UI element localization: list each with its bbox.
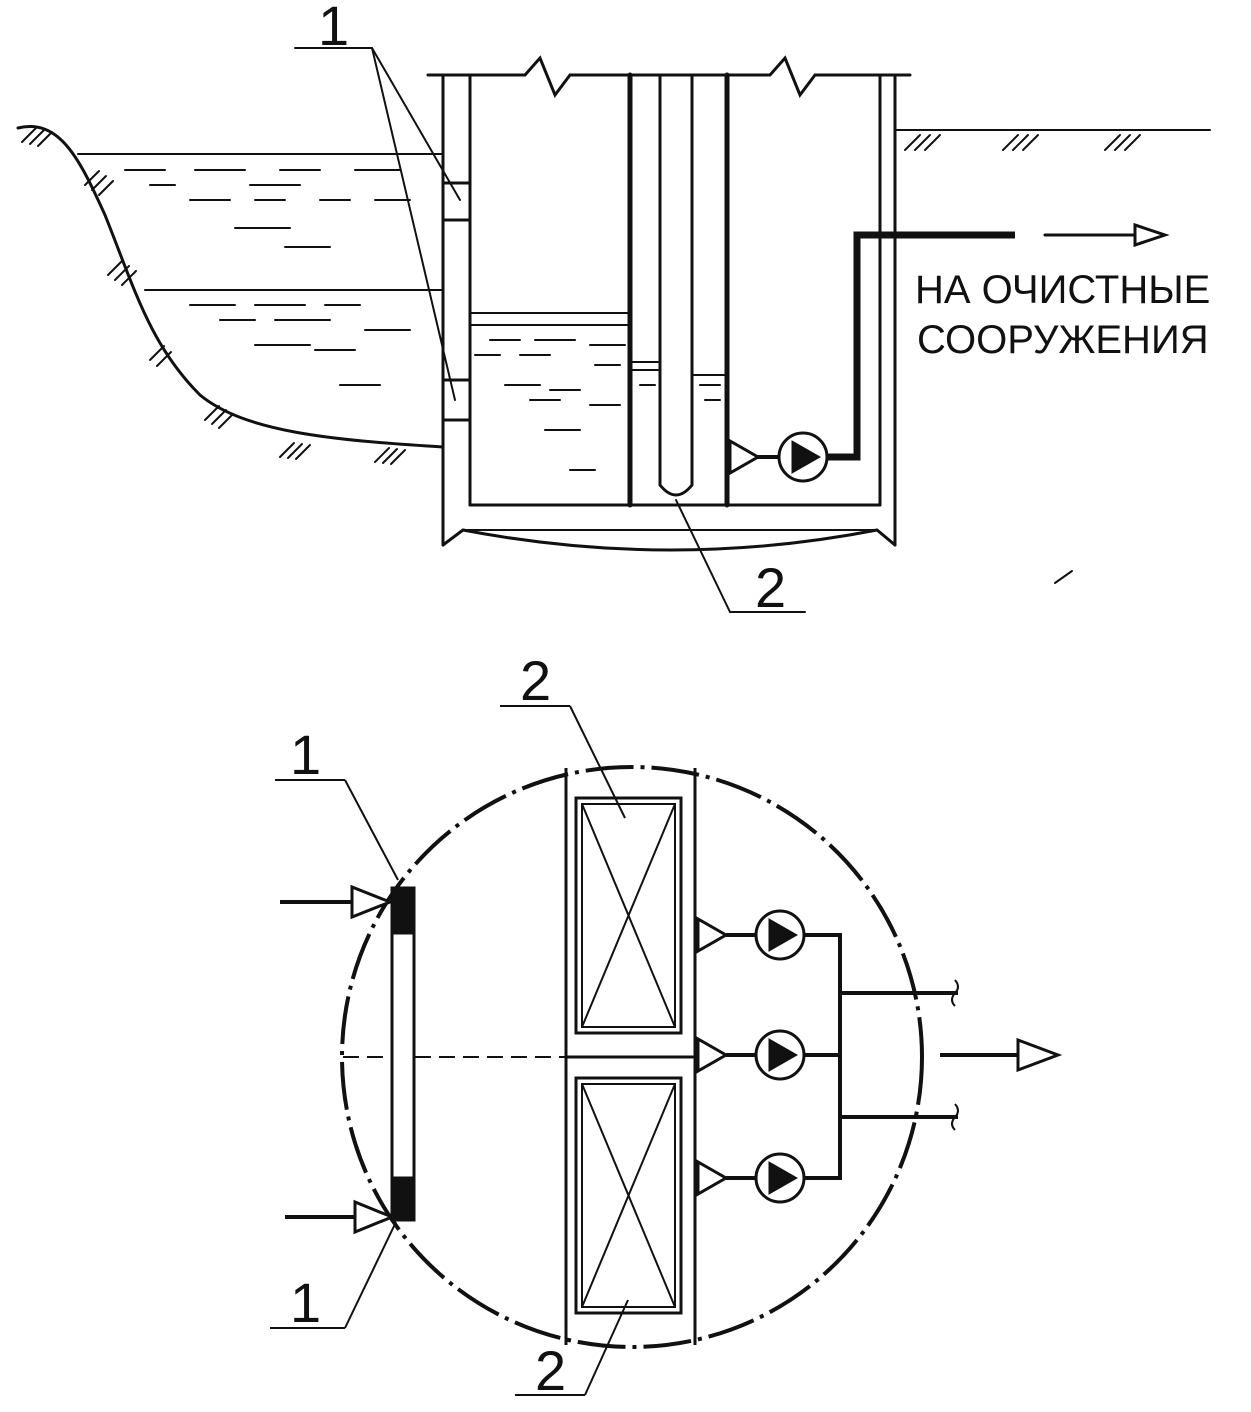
- intake-arrow-lower: [285, 1199, 396, 1235]
- river-water-dashes: [124, 169, 411, 386]
- intake-arrow-upper: [280, 884, 395, 920]
- screen-unit-upper: [574, 796, 683, 1035]
- intake-window-lower: [441, 378, 472, 422]
- plan-callout-2-bottom: 2: [535, 1339, 566, 1402]
- intake-wall-plan: [390, 886, 416, 1222]
- pump-unit-3: [696, 1152, 806, 1204]
- section-view: [16, 47, 1211, 613]
- section-pump-icon: [777, 431, 829, 483]
- plan-callout-1-top: 1: [290, 723, 321, 786]
- section-callout-2: 2: [755, 556, 786, 619]
- discharge-pipe: [827, 231, 1015, 461]
- pump-unit-1: [696, 909, 806, 961]
- screen-water-marks: [631, 361, 726, 401]
- well-water-dashes: [474, 339, 626, 471]
- plan-callout-2-top: 2: [520, 649, 551, 712]
- screen-unit-lower: [574, 1076, 683, 1315]
- plan-view: [270, 705, 1063, 1396]
- plan-callout-1-bottom: 1: [290, 1271, 321, 1334]
- section-callout-1: 1: [318, 0, 349, 57]
- outlet-arrow-section: [1043, 222, 1170, 248]
- riverbank-hatching: [21, 127, 406, 465]
- pump-unit-2: [696, 1029, 806, 1081]
- pump-icon-2: [754, 1029, 806, 1081]
- pump-icon-3: [754, 1152, 806, 1204]
- outlet-caption-line1: НА ОЧИСТНЫЕ: [915, 268, 1210, 312]
- ground-hatching-right: [904, 134, 1141, 151]
- section-suction-cone: [728, 439, 760, 475]
- intake-window-upper: [441, 181, 472, 222]
- outlet-caption-line2: СООРУЖЕНИЯ: [917, 318, 1209, 362]
- outlet-arrow-plan: [940, 1037, 1063, 1073]
- pump-icon-1: [754, 909, 806, 961]
- well-outline-plan: [340, 765, 924, 1349]
- discharge-manifold: [804, 933, 958, 1180]
- screen-element: [658, 73, 694, 497]
- riverbank-slope: [16, 125, 445, 449]
